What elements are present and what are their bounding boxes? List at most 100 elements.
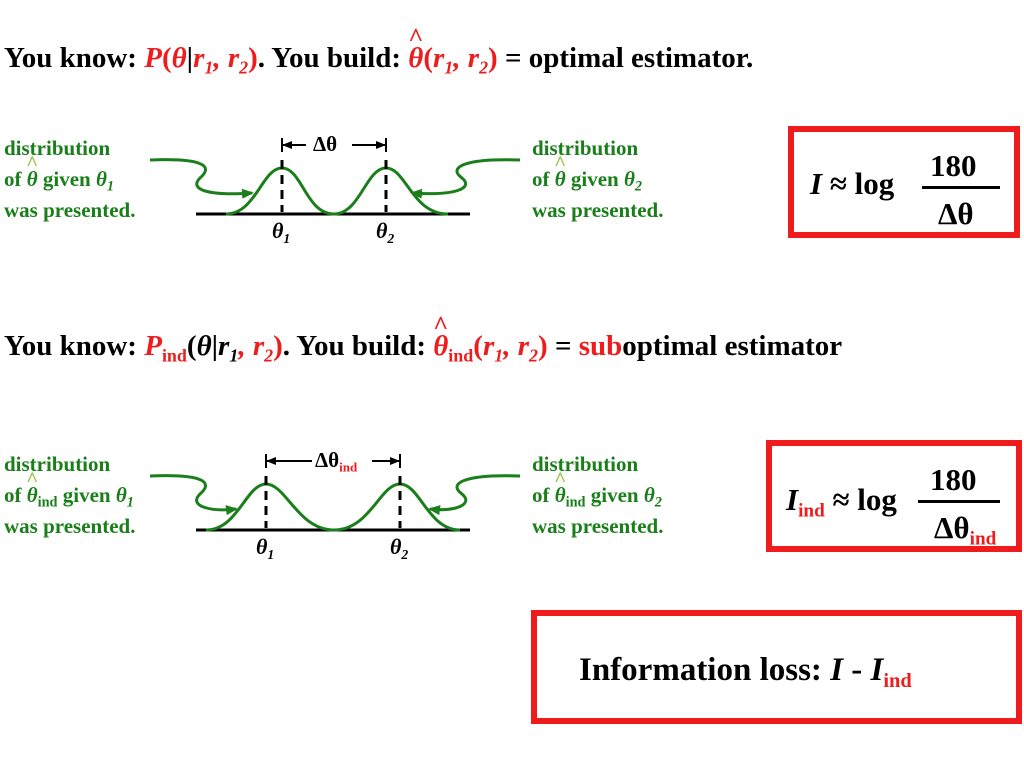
you-know-label: You know: [4, 42, 137, 74]
fraction-bar [918, 500, 1000, 503]
subscript: 1 [494, 345, 504, 366]
theta-hat-symbol: θ [27, 164, 38, 195]
r-symbol: r [193, 42, 205, 74]
note-line: was presented. [4, 198, 136, 222]
subscript: 2 [529, 345, 539, 366]
note-of: of [4, 167, 22, 191]
information-loss-text: Information loss: I - Iind [579, 652, 912, 691]
theta-hat-symbol: θ [555, 480, 566, 511]
gaussian-curves [205, 482, 461, 532]
subscript: 2 [387, 230, 395, 246]
theta2-label: θ2 [390, 534, 409, 562]
you-know-label: You know: [4, 330, 137, 362]
period: . [282, 330, 291, 362]
subscript: 1 [126, 494, 134, 511]
open-paren: ( [473, 330, 483, 362]
theta-hat-symbol: θ [555, 164, 566, 195]
close-paren: ) [538, 330, 548, 362]
i-symbol: I [810, 166, 823, 201]
subscript: 1 [106, 178, 115, 195]
bar-symbol: | [211, 330, 219, 362]
delta-theta-text: Δθ [934, 510, 970, 545]
line-1-statement: You know: P(θ|r1, r2). You build: θ(r1, … [4, 42, 754, 78]
comma: , [238, 330, 253, 362]
information-ind-formula-box: Iind ≈ log 180 Δθind [766, 440, 1022, 552]
open-paren: ( [161, 42, 172, 74]
p-symbol: P [144, 42, 162, 74]
note-line: distribution [4, 136, 111, 160]
subscript: 2 [401, 546, 409, 562]
top-left-note: distribution of θ given θ1 was presented… [4, 133, 135, 226]
information-loss-box: Information loss: I - Iind [531, 610, 1022, 724]
close-paren: ) [488, 42, 498, 74]
theta-hat-symbol: θ [27, 480, 38, 511]
theta-hat-symbol: θ [408, 42, 423, 75]
i-symbol: I [786, 482, 799, 517]
formula-lhs: Iind ≈ log [786, 482, 897, 521]
theta-symbol: θ [171, 42, 187, 74]
delta-theta-ind-label: Δθind [315, 448, 357, 474]
subscript: 1 [267, 546, 275, 562]
r-symbol: r [227, 42, 240, 74]
note-line: was presented. [532, 514, 664, 538]
note-line: of θind given θ2 [532, 480, 663, 511]
fraction-numerator: 180 [930, 462, 977, 497]
approx-log: ≈ log [832, 482, 897, 517]
theta-symbol: θ [196, 330, 212, 362]
fraction-denominator: Δθind [934, 510, 996, 549]
ind-subscript: ind [798, 500, 825, 522]
theta-symbol: θ [624, 167, 635, 191]
note-line: distribution [532, 452, 639, 476]
theta-symbol: θ [115, 483, 127, 507]
optimal-estimator-text: = optimal estimator. [504, 42, 754, 74]
r-symbol: r [517, 330, 530, 362]
theta-text: θ [376, 218, 388, 243]
note-given: given [570, 167, 619, 191]
fraction-numerator: 180 [930, 148, 977, 183]
r-symbol: r [482, 330, 495, 362]
you-build-label: You build: [271, 42, 401, 74]
close-paren: ) [248, 42, 258, 74]
comma: , [453, 42, 468, 74]
i-symbol: I [870, 652, 884, 688]
subscript: 2 [634, 178, 643, 195]
subscript: 2 [654, 494, 662, 511]
ind-subscript: ind [37, 494, 58, 511]
fraction-denominator: Δθ [938, 196, 974, 232]
subscript: 1 [283, 230, 291, 246]
right-pointer-arrow [428, 474, 521, 516]
comma: , [213, 42, 228, 74]
formula-lhs: I ≈ log [810, 166, 894, 202]
ind-subscript: ind [565, 494, 586, 511]
loss-label: Information loss: [579, 652, 822, 688]
r-symbol: r [218, 330, 230, 362]
theta2-label: θ2 [376, 218, 395, 246]
subscript: 1 [444, 57, 454, 78]
delta-theta-text: Δθ [938, 196, 974, 231]
subscript: 2 [479, 57, 489, 78]
note-line: of θ given θ2 [532, 164, 663, 195]
top-diagram [149, 138, 521, 216]
note-given: given [62, 483, 111, 507]
right-pointer-arrow [410, 158, 521, 199]
theta1-label: θ1 [272, 218, 291, 246]
subscript: 1 [204, 57, 214, 78]
open-paren: ( [423, 42, 433, 74]
ind-subscript: ind [161, 345, 187, 366]
note-given: given [590, 483, 639, 507]
left-pointer-arrow [149, 158, 254, 199]
bottom-diagram [149, 454, 521, 532]
minus-sign: - [851, 652, 863, 688]
delta-theta-text: Δθ [315, 448, 340, 472]
note-line: distribution [532, 136, 639, 160]
theta-hat-symbol: θ [433, 330, 448, 363]
delta-theta-label: Δθ [313, 132, 337, 157]
i-symbol: I [830, 652, 844, 688]
subscript: 1 [229, 345, 239, 366]
theta-text: θ [390, 534, 402, 559]
you-build-label: You build: [296, 330, 426, 362]
top-right-note: distribution of θ given θ2 was presented… [532, 133, 663, 226]
note-line: distribution [4, 452, 111, 476]
delta-theta-text: Δθ [313, 132, 338, 156]
